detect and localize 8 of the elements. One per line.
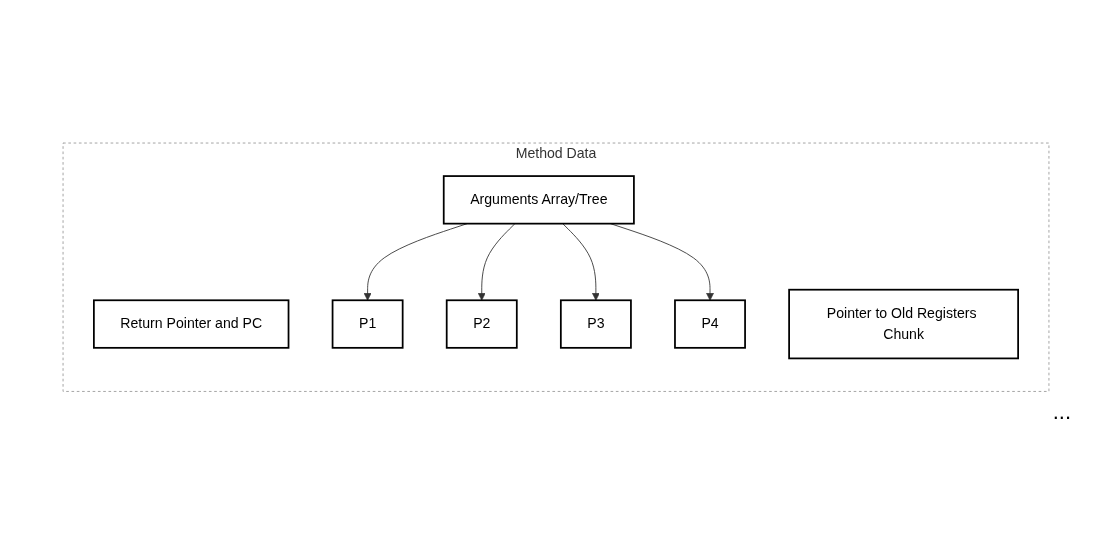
node-box: Pointer to Old Registers Chunk [787,289,1019,360]
node-box: P4 [673,299,746,349]
node-box: Arguments Array/Tree [442,175,635,225]
node-box: P1 [331,299,404,349]
node-box: P2 [445,299,518,349]
ellipsis-text: ... [1052,399,1071,425]
node-box: Return Pointer and PC [92,299,289,349]
node-box: P3 [559,299,632,349]
